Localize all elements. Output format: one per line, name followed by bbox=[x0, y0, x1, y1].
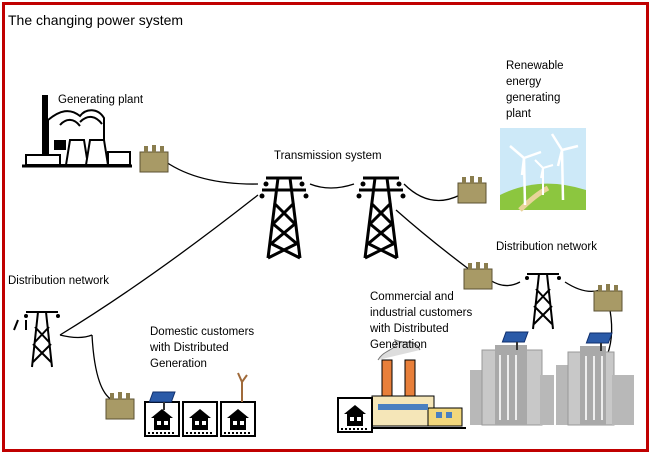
label-transmission-system: Transmission system bbox=[274, 150, 382, 162]
factory-icon bbox=[370, 338, 466, 429]
transformer-icon bbox=[463, 261, 493, 290]
house-icon bbox=[220, 401, 256, 437]
generating-plant-icon bbox=[22, 95, 132, 168]
label-commercial-customers: Commercial and industrial customers with… bbox=[370, 291, 473, 351]
label-distribution-network-left: Distribution network bbox=[8, 275, 109, 287]
transformer-icon bbox=[139, 144, 169, 173]
house-icon bbox=[182, 401, 218, 437]
transformer-icon bbox=[457, 175, 487, 204]
transformer-icon bbox=[105, 391, 135, 420]
wind-farm-icon bbox=[500, 128, 586, 212]
label-generating-plant: Generating plant bbox=[58, 94, 144, 106]
distribution-insulators bbox=[13, 319, 27, 331]
transmission-pylon-icon bbox=[355, 176, 407, 260]
office-buildings-icon bbox=[470, 345, 634, 426]
label-renewable-plant: Renewable energy generating plant bbox=[506, 60, 564, 120]
distribution-pylon-icon bbox=[23, 311, 61, 368]
transmission-pylon-icon bbox=[258, 176, 310, 260]
label-distribution-network-right: Distribution network bbox=[496, 241, 597, 253]
transformer-icon bbox=[593, 283, 623, 312]
house-icon bbox=[144, 401, 180, 437]
distribution-pylon-icon bbox=[524, 273, 562, 330]
label-domestic-customers: Domestic customers with Distributed Gene… bbox=[150, 326, 255, 370]
diagram-title: The changing power system bbox=[8, 12, 184, 28]
house-icon bbox=[337, 397, 373, 433]
small-wind-turbine-icon bbox=[237, 372, 248, 402]
